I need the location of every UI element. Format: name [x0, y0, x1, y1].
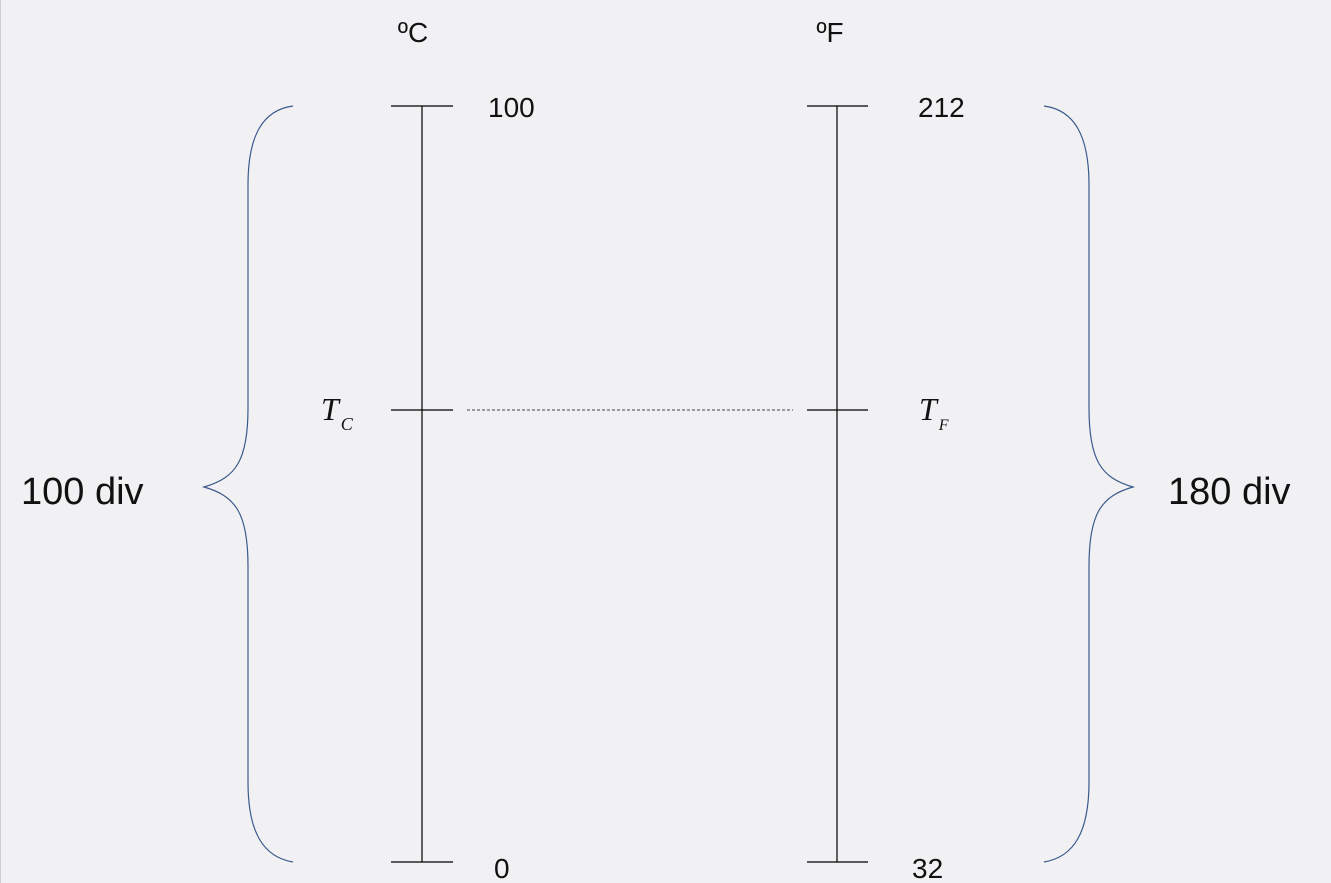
- fahrenheit-marker-subscript: F: [938, 417, 949, 434]
- fahrenheit-top-value: 212: [918, 92, 965, 123]
- celsius-unit-label: ºC: [398, 17, 428, 48]
- fahrenheit-division-count: 180 div: [1168, 471, 1291, 513]
- right-curly-brace: [1043, 105, 1136, 863]
- celsius-division-count: 100 div: [21, 471, 144, 513]
- fahrenheit-bottom-value: 32: [912, 853, 943, 883]
- celsius-marker-subscript: C: [341, 414, 354, 434]
- fahrenheit-marker-symbol: T: [919, 391, 939, 427]
- celsius-top-value: 100: [488, 92, 535, 123]
- celsius-bottom-value: 0: [494, 853, 510, 883]
- fahrenheit-unit-label: ºF: [816, 17, 843, 48]
- celsius-marker-symbol: T: [321, 391, 341, 427]
- left-curly-brace: [201, 105, 294, 863]
